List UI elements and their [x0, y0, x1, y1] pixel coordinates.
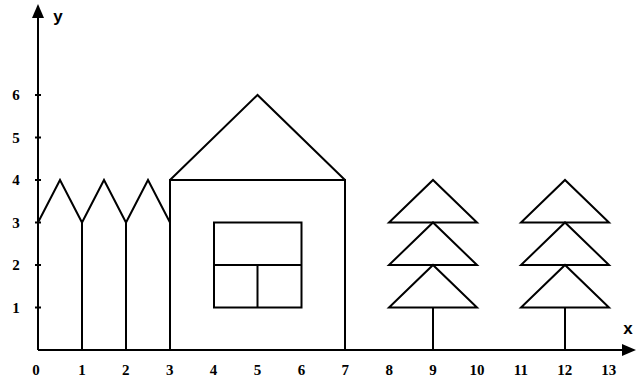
tick-label: 2: [12, 258, 20, 273]
tick-label: 3: [12, 215, 20, 230]
tick-label: 12: [557, 363, 572, 378]
tick-label: 4: [12, 173, 20, 188]
x-arrowhead: [622, 344, 636, 356]
tick-label: 5: [12, 130, 20, 145]
tick-label: 5: [254, 363, 262, 378]
tick-label: 0: [32, 363, 40, 378]
tree: [521, 180, 609, 350]
tick-label: 9: [429, 363, 437, 378]
tick-label: 8: [385, 363, 393, 378]
tick-label: 1: [78, 363, 86, 378]
tick-label: 11: [514, 363, 528, 378]
tick-label: 10: [470, 363, 485, 378]
tick-label: 13: [601, 363, 616, 378]
house: [170, 95, 345, 350]
tick-label: 3: [166, 363, 174, 378]
tick-label: 1: [12, 300, 20, 315]
y-axis: [37, 14, 39, 350]
tree: [389, 180, 477, 350]
tick-label: 6: [298, 363, 306, 378]
y-arrowhead: [32, 4, 44, 18]
tick-label: 7: [342, 363, 350, 378]
y-ticks: [35, 95, 41, 308]
tick-label: 4: [210, 363, 218, 378]
fence: [38, 180, 170, 350]
axis-name: x: [623, 320, 632, 337]
tick-label: 2: [122, 363, 130, 378]
tick-label: 6: [12, 88, 20, 103]
axis-name: y: [53, 8, 62, 25]
